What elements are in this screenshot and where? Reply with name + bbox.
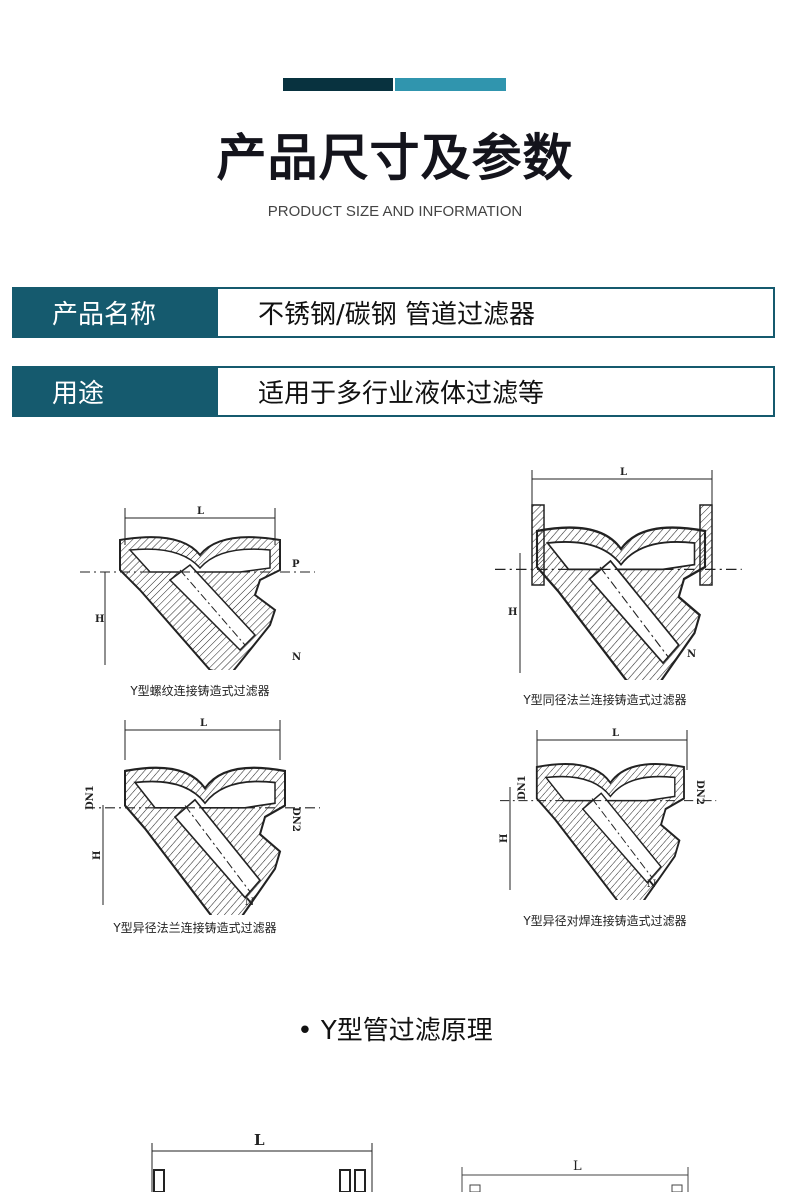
dim-label-dn2: DN2 xyxy=(694,780,705,805)
diagram-butt-weld-reducing-strainer: L H DN1 DN2 N xyxy=(498,728,718,900)
accent-bar-dark xyxy=(283,78,393,91)
info-value: 适用于多行业液体过滤等 xyxy=(258,379,545,409)
page-title: 产品尺寸及参数 xyxy=(216,129,574,187)
info-label: 用途 xyxy=(14,368,218,415)
dim-label-h: H xyxy=(92,851,103,860)
dim-label-l: L xyxy=(200,718,207,729)
diagram-flanged-reducing-strainer: L H DN1 DN2 N xyxy=(83,718,322,915)
principle-diagram-partial: L L xyxy=(151,1131,689,1192)
dim-label-h: H xyxy=(499,834,510,843)
dim-label-n: N xyxy=(687,649,696,660)
dim-label-dn2: DN2 xyxy=(290,807,301,832)
diagram-caption: Y型螺纹连接铸造式过滤器 xyxy=(130,684,270,698)
diagram-caption: Y型异径法兰连接铸造式过滤器 xyxy=(113,921,277,935)
dim-label-n: N xyxy=(292,652,301,663)
dim-label-n: N xyxy=(647,879,656,890)
dim-label-l: L xyxy=(620,467,627,478)
dim-label-p: P xyxy=(292,559,300,570)
diagram-caption: Y型异径对焊连接铸造式过滤器 xyxy=(523,914,687,928)
diagram-threaded-strainer: L H P N xyxy=(79,506,316,670)
dim-label-h: H xyxy=(95,614,104,625)
dim-label-n: N xyxy=(245,897,254,908)
dim-label-dn1: DN1 xyxy=(85,785,96,810)
section-heading: • Y型管过滤原理 xyxy=(297,1016,493,1046)
dim-label-l: L xyxy=(254,1131,265,1149)
dim-label-l: L xyxy=(197,506,204,517)
dim-label-l: L xyxy=(612,728,619,739)
page-subtitle: PRODUCT SIZE AND INFORMATION xyxy=(267,203,523,220)
info-value: 不锈钢/碳钢 管道过滤器 xyxy=(258,300,536,330)
accent-bar-light xyxy=(395,78,506,91)
diagram-caption: Y型同径法兰连接铸造式过滤器 xyxy=(523,693,687,707)
dim-label-dn1: DN1 xyxy=(517,775,528,800)
dim-label-l: L xyxy=(573,1159,582,1174)
diagram-flanged-equal-strainer: L H N xyxy=(493,467,743,680)
info-row-name: 产品名称 不锈钢/碳钢 管道过滤器 xyxy=(12,287,775,338)
dim-label-h: H xyxy=(508,607,517,618)
info-row-usage: 用途 适用于多行业液体过滤等 xyxy=(12,366,775,417)
info-label: 产品名称 xyxy=(14,289,218,336)
